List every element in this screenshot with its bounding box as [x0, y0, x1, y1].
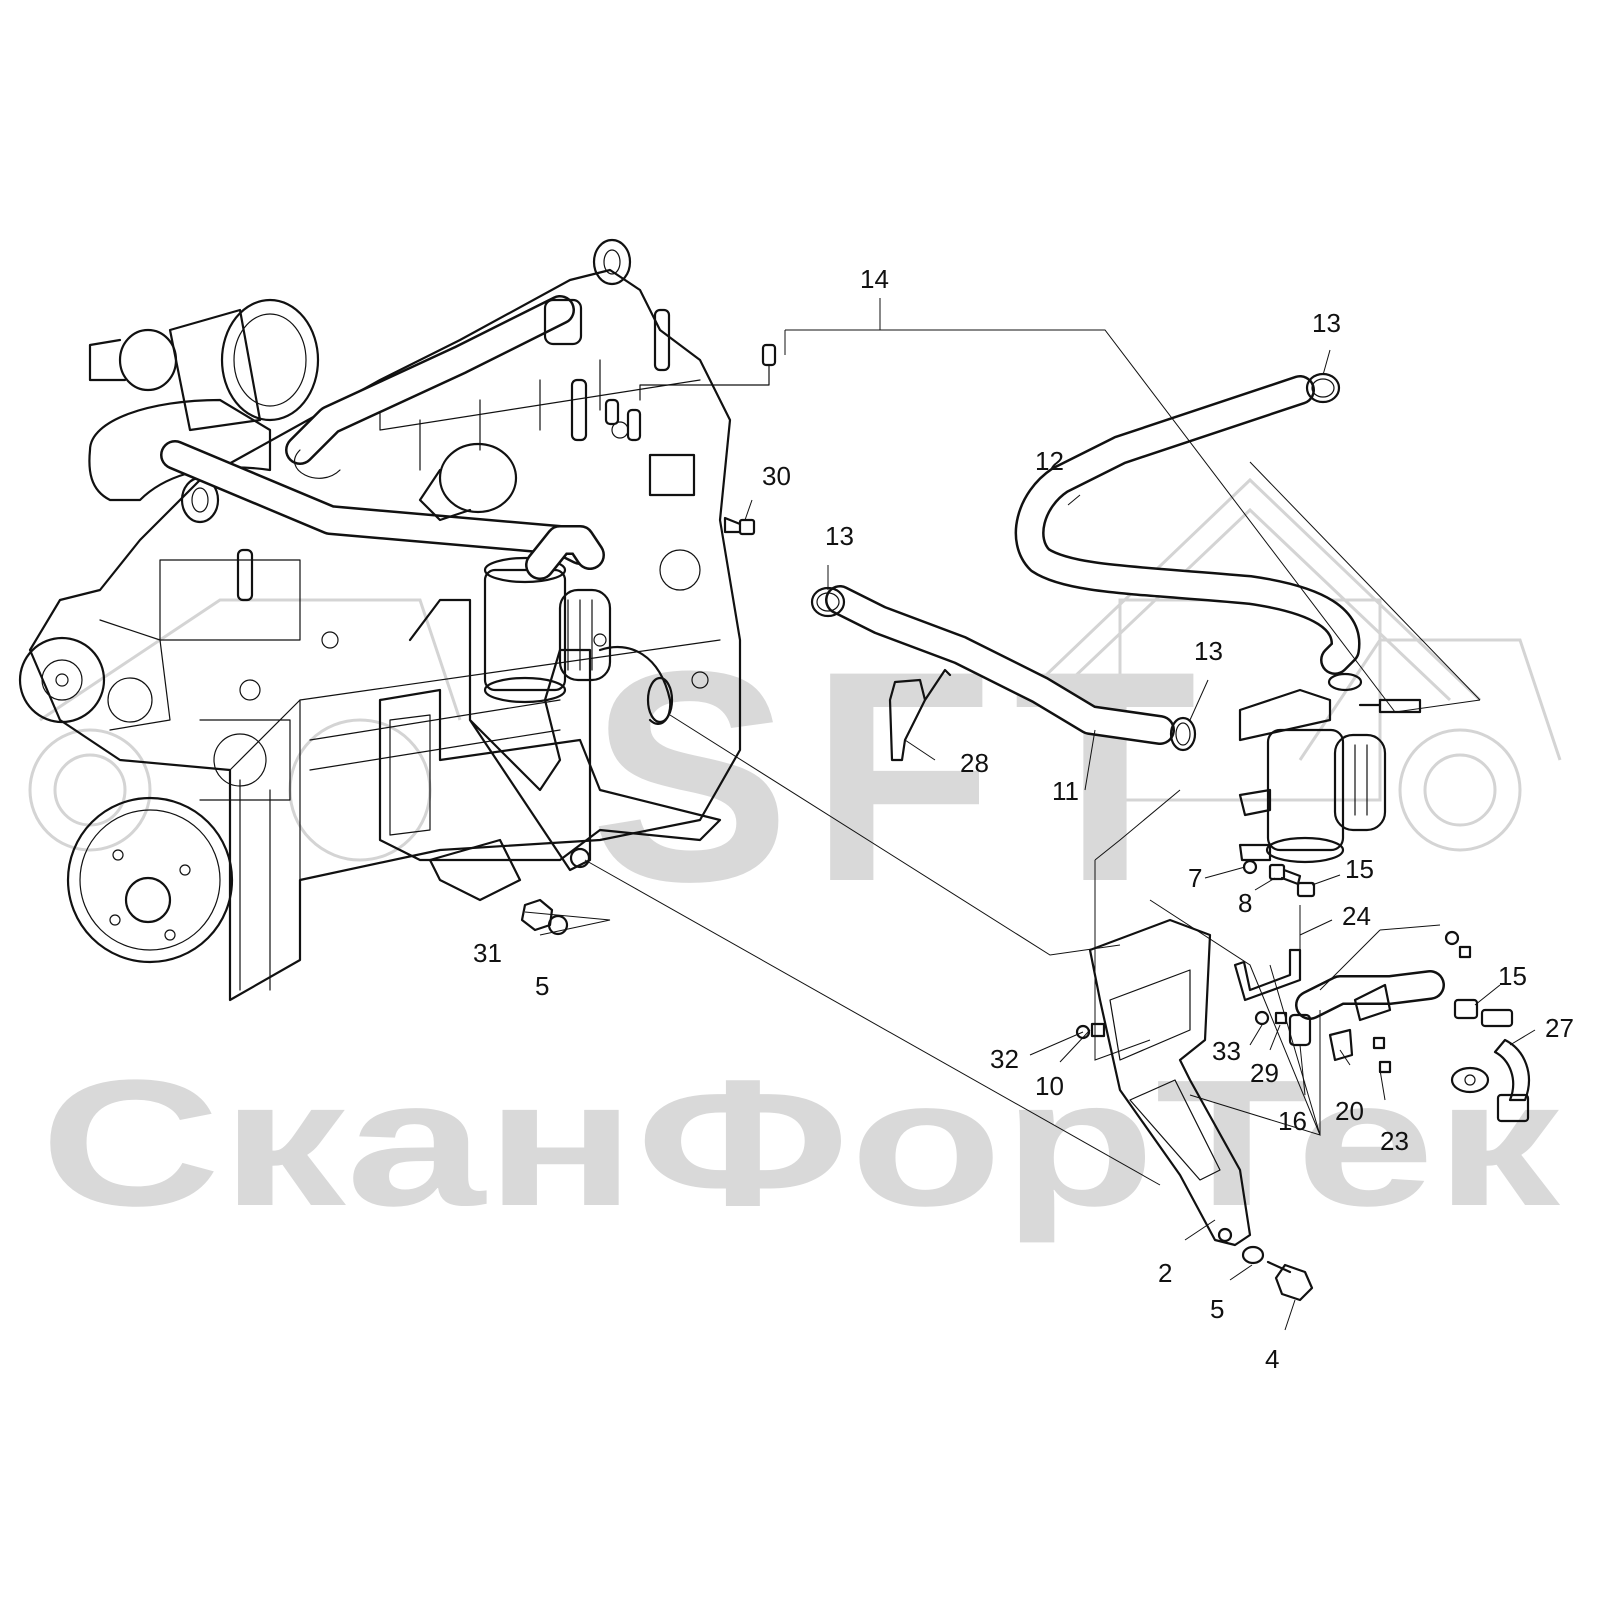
callout-5-right: 5	[1210, 1294, 1224, 1324]
callout-23: 23	[1380, 1126, 1409, 1156]
callout-11: 11	[1052, 776, 1079, 806]
callout-30: 30	[762, 461, 791, 491]
hose-11	[825, 585, 1175, 745]
bracket-2	[1088, 918, 1252, 1247]
turbocharger	[88, 298, 320, 432]
callout-10: 10	[1035, 1071, 1064, 1101]
engine-block-outline	[28, 268, 742, 1002]
washer-5-right	[1241, 1245, 1265, 1265]
watermark: SFT СканФорТек	[28, 477, 1562, 1244]
callout-7: 7	[1188, 863, 1202, 893]
washer-7	[1242, 859, 1258, 875]
nut-15	[1296, 881, 1316, 898]
bolt-4	[1266, 1260, 1314, 1302]
bolt-8	[1268, 863, 1302, 886]
leader-lines	[524, 298, 1536, 1331]
callout-13-mid: 13	[1194, 636, 1223, 666]
engine-mount-plate	[378, 688, 722, 862]
callout-15-top: 15	[1345, 854, 1374, 884]
engine-assembly	[18, 238, 777, 1002]
callout-27: 27	[1545, 1013, 1574, 1043]
relay-box	[648, 453, 696, 497]
water-pump	[18, 636, 106, 724]
assembled-filter	[483, 556, 612, 704]
callout-13-top: 13	[1312, 308, 1341, 338]
nut-31	[520, 898, 554, 932]
bolt-30	[723, 516, 756, 536]
callout-20: 20	[1335, 1096, 1364, 1126]
studs	[236, 308, 671, 602]
watermark-logo-letters: SFT	[590, 608, 1217, 944]
callout-5-left: 5	[535, 971, 549, 1001]
washer-5-left	[547, 914, 569, 936]
callouts: 14 13 12 30 13 13 28 11 7 8 15 24 15 27 …	[473, 264, 1574, 1374]
callout-14: 14	[860, 264, 889, 294]
callout-8: 8	[1238, 888, 1252, 918]
bracket-24	[1233, 948, 1302, 1002]
watermark-company-name: СканФорТек	[40, 1043, 1561, 1244]
callout-24: 24	[1342, 901, 1371, 931]
callout-13-left: 13	[825, 521, 854, 551]
callout-33: 33	[1212, 1036, 1241, 1066]
pulley	[66, 796, 234, 964]
thermostat-housing	[438, 442, 518, 514]
callout-2: 2	[1158, 1258, 1172, 1288]
callout-15-right: 15	[1498, 961, 1527, 991]
clip-28	[888, 668, 952, 762]
oil-filler-cap	[543, 298, 583, 346]
fittings	[1450, 998, 1530, 1123]
callout-4: 4	[1265, 1344, 1279, 1374]
hose-clamps	[810, 372, 1363, 752]
callout-12: 12	[1035, 446, 1064, 476]
callout-16: 16	[1278, 1106, 1307, 1136]
hose-12	[1014, 375, 1361, 675]
callout-28: 28	[960, 748, 989, 778]
callout-32: 32	[990, 1044, 1019, 1074]
callout-29: 29	[1250, 1058, 1279, 1088]
assembled-filter-bracket	[408, 598, 592, 872]
callout-31: 31	[473, 938, 502, 968]
exploded-filter	[1238, 688, 1422, 864]
